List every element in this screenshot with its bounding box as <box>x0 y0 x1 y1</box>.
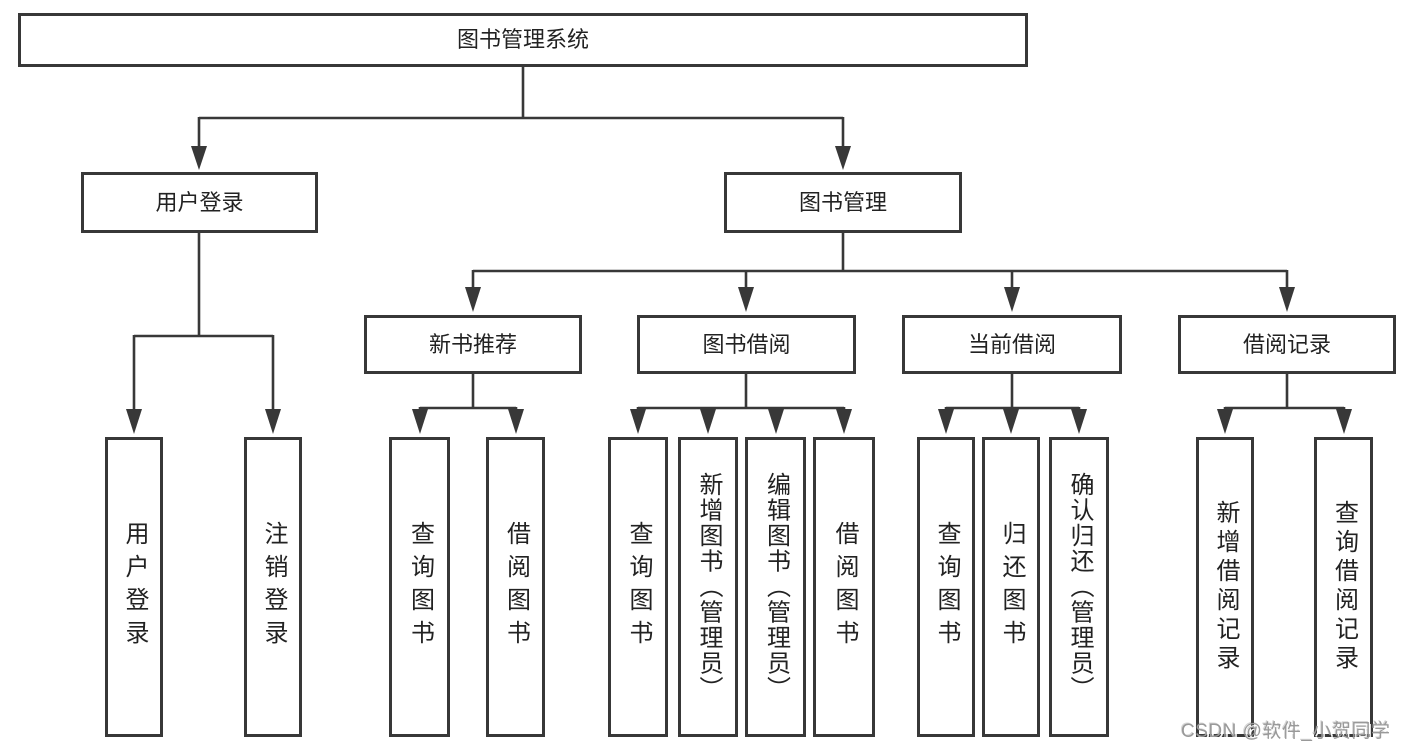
node-leaf-query-books-1: 查询图书 <box>389 437 450 737</box>
node-leaf-query-books-2: 查询图书 <box>608 437 668 737</box>
node-label: 新增借阅记录 <box>1212 500 1239 674</box>
node-leaf-logout: 注销登录 <box>244 437 302 737</box>
node-library-management-system: 图书管理系统 <box>18 13 1028 67</box>
node-label: 当前借阅 <box>967 331 1056 357</box>
connector-current-borrowing-children <box>938 374 1087 434</box>
node-leaf-add-books-admin: 新增图书（管理员） <box>678 437 738 737</box>
node-leaf-add-borrow-record: 新增借阅记录 <box>1196 437 1254 737</box>
node-leaf-query-borrow-record: 查询借阅记录 <box>1314 437 1373 737</box>
node-label: 图书借阅 <box>702 331 791 357</box>
node-label: 新增图书（管理员） <box>695 472 722 702</box>
node-label: 新书推荐 <box>428 331 517 357</box>
node-label: 用户登录 <box>155 189 244 215</box>
node-label: 查询图书 <box>625 521 652 653</box>
node-leaf-return-books: 归还图书 <box>982 437 1040 737</box>
node-leaf-borrow-books-1: 借阅图书 <box>486 437 545 737</box>
node-label: 用户登录 <box>121 521 148 653</box>
node-label: 借阅图书 <box>831 521 858 653</box>
csdn-watermark: CSDN @软件_小贺同学 <box>1181 721 1391 742</box>
node-leaf-confirm-return-admin: 确认归还（管理员） <box>1049 437 1109 737</box>
node-book-management: 图书管理 <box>724 172 962 233</box>
node-label: 借阅记录 <box>1242 331 1331 357</box>
node-leaf-borrow-books-2: 借阅图书 <box>813 437 875 737</box>
node-user-login: 用户登录 <box>81 172 318 233</box>
node-book-borrowing: 图书借阅 <box>637 315 856 374</box>
node-label: 确认归还（管理员） <box>1066 472 1093 702</box>
node-borrowing-records: 借阅记录 <box>1178 315 1396 374</box>
connector-new-book-children <box>412 374 524 434</box>
connector-user-login-children <box>126 232 281 434</box>
node-leaf-edit-books-admin: 编辑图书（管理员） <box>745 437 806 737</box>
node-label: 图书管理系统 <box>456 27 589 52</box>
connector-root-to-level2 <box>191 66 851 170</box>
node-new-book-recommendation: 新书推荐 <box>364 315 582 374</box>
node-label: 注销登录 <box>260 521 287 653</box>
node-label: 编辑图书（管理员） <box>762 472 790 702</box>
node-label: 查询图书 <box>406 521 434 653</box>
connector-borrowing-records-children <box>1217 374 1352 434</box>
node-leaf-query-books-3: 查询图书 <box>917 437 975 737</box>
node-label: 查询借阅记录 <box>1330 500 1358 674</box>
node-leaf-user-login: 用户登录 <box>105 437 163 737</box>
connector-book-borrowing-children <box>630 374 852 434</box>
node-label: 图书管理 <box>798 189 887 215</box>
connector-book-management-children <box>465 232 1295 312</box>
node-label: 查询图书 <box>933 521 960 653</box>
node-current-borrowing: 当前借阅 <box>902 315 1122 374</box>
node-label: 借阅图书 <box>502 521 530 653</box>
node-label: 归还图书 <box>998 521 1025 653</box>
